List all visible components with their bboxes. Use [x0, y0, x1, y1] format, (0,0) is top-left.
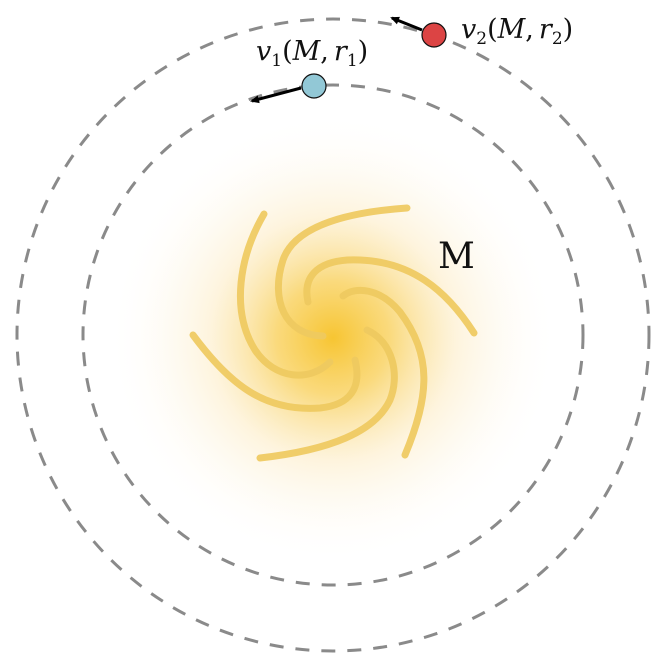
spiral-arm — [256, 326, 398, 462]
v1-radius-index: 1 — [347, 51, 358, 71]
v1-close-paren: ) — [358, 36, 369, 67]
v1-arg-radius: r — [334, 36, 349, 67]
spiral-arm — [189, 331, 361, 412]
v2-arg-mass: M — [497, 14, 527, 45]
outer-orbit — [15, 17, 651, 653]
v2-arg-radius: r — [539, 14, 554, 45]
v1-arg-mass: M — [292, 36, 322, 67]
v1-label: v1(M,r1) — [256, 36, 368, 71]
spiral-arm — [339, 286, 428, 459]
galaxy-mass-label: M — [438, 236, 475, 277]
v2-label: v2(M,r2) — [461, 14, 573, 49]
velocity-arrow-v2 — [390, 16, 423, 32]
v1-open-paren: ( — [282, 36, 293, 67]
v2-index: 2 — [476, 29, 487, 49]
v2-comma: , — [525, 14, 534, 45]
outer-orbit-body — [421, 22, 447, 48]
galaxy-glow — [108, 113, 558, 563]
spiral-arm — [236, 210, 334, 379]
v1-comma: , — [320, 36, 329, 67]
spiral-arms — [189, 204, 478, 462]
inner-orbit — [81, 83, 585, 587]
v2-close-paren: ) — [563, 14, 574, 45]
v1-index: 1 — [271, 51, 282, 71]
spiral-arm — [275, 204, 411, 340]
velocity-arrow-v1 — [250, 86, 302, 104]
v2-radius-index: 2 — [552, 29, 563, 49]
inner-orbit-body — [301, 73, 327, 99]
v1-func: v — [256, 36, 271, 67]
v2-open-paren: ( — [487, 14, 498, 45]
spiral-arm — [303, 256, 478, 337]
v2-func: v — [461, 14, 476, 45]
